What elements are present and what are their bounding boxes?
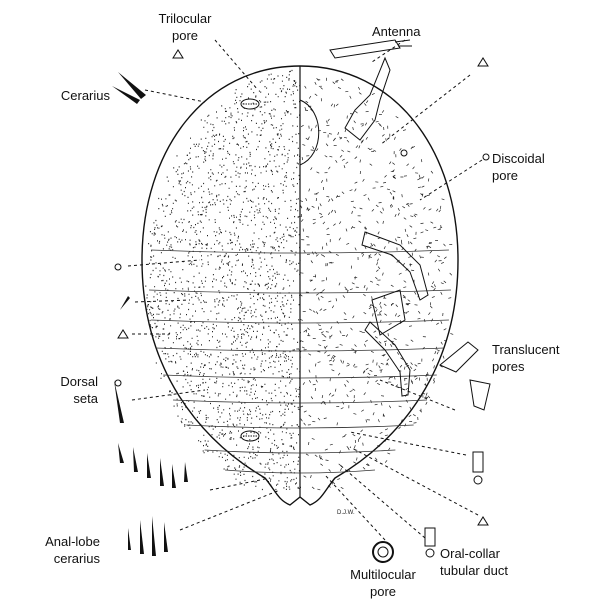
cerarius-spines xyxy=(112,72,188,556)
label-discoidal-pore: Discoidal pore xyxy=(492,150,545,184)
label-trilocular-pore: Trilocular pore xyxy=(145,10,225,44)
label-line: pore xyxy=(492,168,519,183)
multilocular-pore-icon xyxy=(372,541,394,563)
label-line: seta xyxy=(73,391,98,406)
legs-drawing xyxy=(299,99,491,411)
label-line: Multilocular xyxy=(350,567,416,582)
anterior-cerarius-mark xyxy=(240,98,260,110)
label-line: Anal-lobe xyxy=(45,534,100,549)
label-antenna: Antenna xyxy=(372,24,421,39)
segment-line xyxy=(163,374,437,379)
oral-collar-duct-icons xyxy=(424,451,484,558)
segment-lines xyxy=(149,249,451,474)
label-line: pore xyxy=(171,28,199,43)
segment-line xyxy=(151,319,449,324)
segment-line xyxy=(186,424,414,429)
label-line: Dorsal xyxy=(60,374,98,389)
body-stipple xyxy=(145,69,454,491)
label-line: pore xyxy=(369,584,397,599)
segment-line xyxy=(155,347,445,352)
discoidal-pore-icon xyxy=(482,153,490,161)
posterior-cerarius-mark xyxy=(240,430,260,442)
label-dorsal-seta: Dorsal seta xyxy=(20,373,98,407)
trilocular-pore-icons xyxy=(117,49,489,526)
label-translucent-pores: Translucent pores xyxy=(492,341,559,375)
antenna-drawing xyxy=(329,39,412,141)
label-line: tubular duct xyxy=(440,563,508,578)
label-line: cerarius xyxy=(53,551,100,566)
label-multilocular-pore: Multilocular pore xyxy=(333,566,433,600)
leader-lines xyxy=(127,39,483,541)
label-line: Oral-collar xyxy=(440,546,500,561)
artist-signature: D.J.W. xyxy=(337,510,355,516)
label-line: Discoidal xyxy=(492,151,545,166)
label-cerarius: Cerarius xyxy=(60,88,110,103)
segment-line xyxy=(224,469,376,474)
segment-line xyxy=(149,289,451,294)
segment-line xyxy=(173,399,427,404)
label-line: pores xyxy=(492,359,525,374)
label-oral-collar-tubular-duct: Oral-collar tubular duct xyxy=(440,545,508,579)
label-line: Translucent xyxy=(492,342,560,357)
segment-line xyxy=(151,249,449,254)
label-anal-lobe-cerarius: Anal-lobe cerarius xyxy=(10,533,100,567)
segment-line xyxy=(204,449,396,454)
stipple-marks xyxy=(145,69,301,491)
label-line: Trilocular xyxy=(158,11,212,26)
